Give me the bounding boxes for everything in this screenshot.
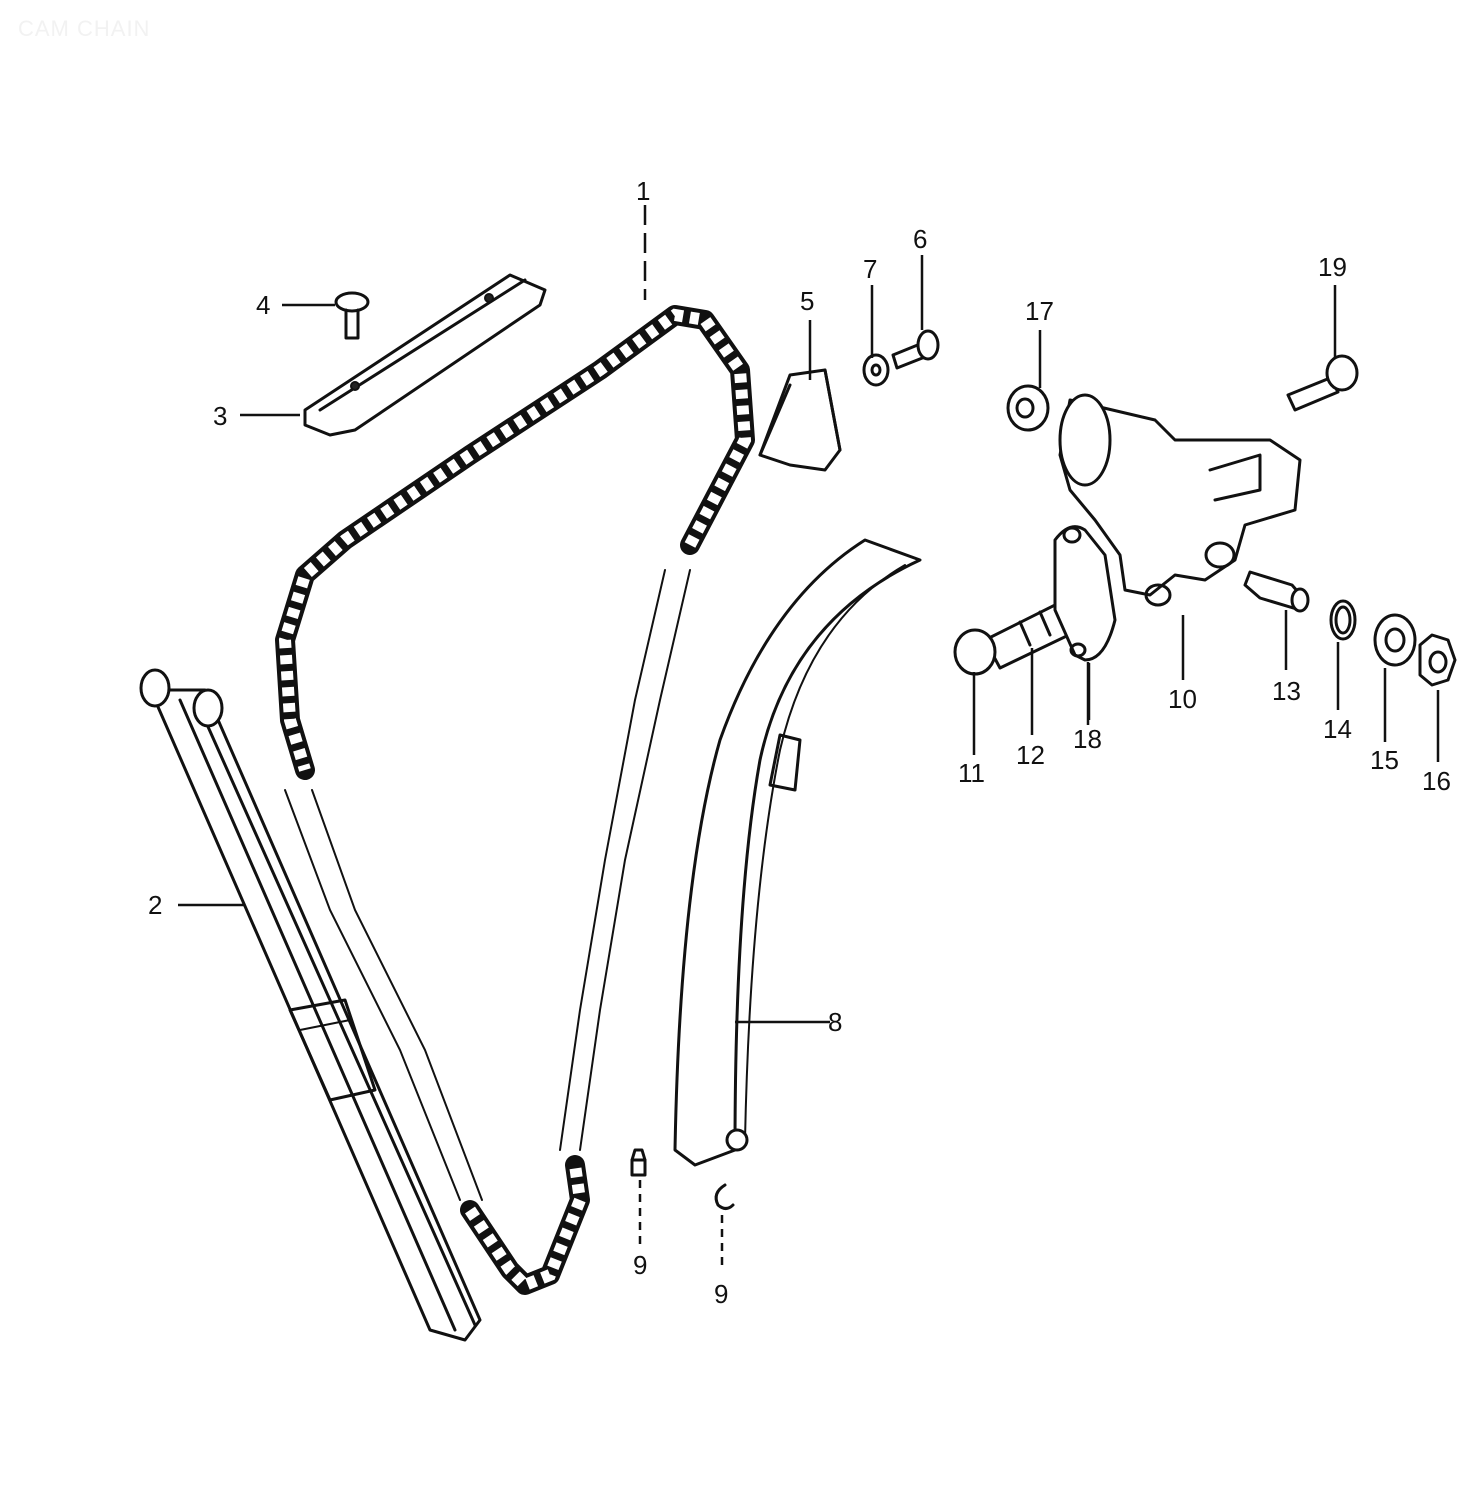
damper-bolt xyxy=(891,329,940,370)
tensioner-guide-rail xyxy=(673,538,922,1167)
guide-screw xyxy=(334,291,370,340)
chain-guide-rail xyxy=(139,668,482,1342)
top-chain-guide xyxy=(303,273,547,437)
callout-5: 5 xyxy=(800,286,814,316)
callout-12: 12 xyxy=(1016,740,1045,770)
tensioner-mount-bolt xyxy=(1286,354,1359,412)
tensioner-body xyxy=(1058,393,1302,607)
callout-6: 6 xyxy=(913,224,927,254)
leader-lines xyxy=(178,205,1440,1270)
callout-2: 2 xyxy=(148,890,162,920)
o-ring xyxy=(1329,599,1357,641)
callout-8: 8 xyxy=(828,1007,842,1037)
callout-18: 18 xyxy=(1073,724,1102,754)
tensioner-plug xyxy=(1243,570,1310,613)
callout-14: 14 xyxy=(1323,714,1352,744)
callout-9-bolt: 9 xyxy=(633,1250,647,1280)
chain-damper-block xyxy=(758,368,842,472)
damper-washer xyxy=(862,353,890,387)
guide-clip xyxy=(714,1183,735,1210)
callout-10: 10 xyxy=(1168,684,1197,714)
callout-3: 3 xyxy=(213,401,227,431)
cam-chain xyxy=(275,305,755,1295)
callout-17: 17 xyxy=(1025,296,1054,326)
callout-1: 1 xyxy=(636,176,650,206)
spacer-nut xyxy=(1006,384,1050,432)
callout-16: 16 xyxy=(1422,766,1451,796)
washer xyxy=(1373,613,1417,667)
callout-11: 11 xyxy=(958,758,985,788)
callout-4: 4 xyxy=(256,290,270,320)
lock-nut xyxy=(1418,633,1457,687)
guide-bolt xyxy=(630,1148,647,1177)
callout-labels: 1 2 3 4 5 6 7 8 9 9 10 11 12 13 14 15 16… xyxy=(148,176,1451,1309)
diagram-title: CAM CHAIN xyxy=(18,16,151,41)
callout-7: 7 xyxy=(863,254,877,284)
callout-15: 15 xyxy=(1370,745,1399,775)
tensioner-gasket xyxy=(1053,525,1117,662)
push-rod-cap xyxy=(953,628,997,676)
callout-9-clip: 9 xyxy=(714,1279,728,1309)
callout-19: 19 xyxy=(1318,252,1347,282)
callout-13: 13 xyxy=(1272,676,1301,706)
